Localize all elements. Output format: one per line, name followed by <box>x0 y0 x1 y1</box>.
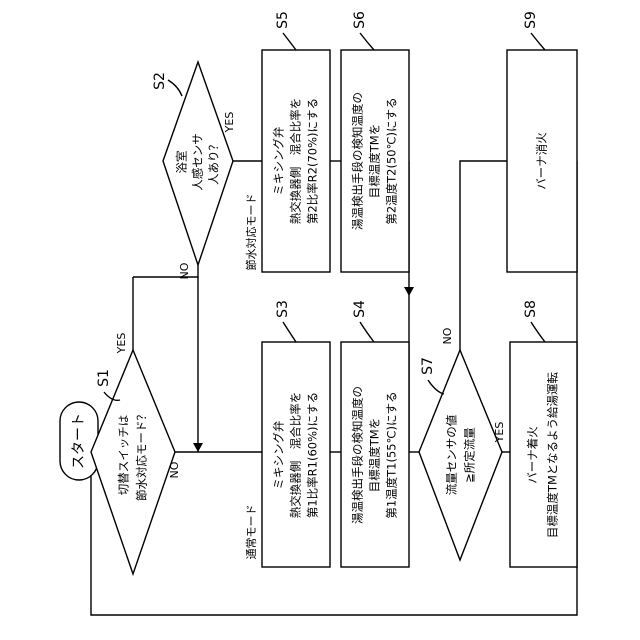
s4-line-2: 目標温度TMを <box>368 418 382 492</box>
s5-id: S5 <box>275 11 291 29</box>
process-s5: ミキシング弁 熱交換器側 混合比率を 第2比率R2(70%)にする S5 <box>262 11 330 272</box>
s5-line-1: ミキシング弁 <box>272 127 286 196</box>
s2-line-2: 人感センサ <box>191 133 205 191</box>
start-terminal: スタート <box>60 402 98 480</box>
decision-s2: 浴室 人感センサ 人あり？ S2 <box>152 62 233 265</box>
s5-line-2: 熱交換器側 混合比率を <box>289 98 303 225</box>
mode-saving-label: 節水対応モード <box>244 194 258 271</box>
s1-line-1: 切替スイッチは <box>117 415 131 496</box>
decision-s1: 切替スイッチは 節水対応モード？ S1 <box>91 350 175 574</box>
line-loop-back <box>91 161 577 615</box>
s6-line-3: 第2温度T2(50℃)にする <box>385 97 399 224</box>
arrowhead-s6-down <box>404 287 414 296</box>
s9-id-leader <box>531 33 545 50</box>
s1-line-2: 節水対応モード？ <box>135 409 149 501</box>
process-s4: 湯温検出手段の検知温度の 目標温度TMを 第1温度T1(55℃)にする S4 <box>341 300 409 567</box>
s2-line-3: 人あり？ <box>207 139 221 185</box>
s9-line-1: バーナ消火 <box>535 132 549 190</box>
s8-id-leader <box>531 322 545 342</box>
s6-id: S6 <box>352 11 368 29</box>
s8-id: S8 <box>523 300 539 318</box>
start-label: スタート <box>71 413 87 469</box>
s7-yes-label: YES <box>493 422 506 444</box>
s2-no-label: NO <box>178 262 191 279</box>
s2-yes-label: YES <box>223 112 236 134</box>
s2-line-1: 浴室 <box>175 151 189 174</box>
s2-id: S2 <box>152 72 168 90</box>
arrowhead-s3 <box>193 443 203 452</box>
s4-id-leader <box>360 322 374 342</box>
s5-line-3: 第2比率R2(70%)にする <box>306 98 320 224</box>
line-s7-no <box>460 161 507 350</box>
s3-line-1: ミキシング弁 <box>272 421 286 490</box>
s7-no-label: NO <box>441 327 454 344</box>
mode-normal-label: 通常モード <box>245 505 258 560</box>
s1-no-label: NO <box>168 461 181 478</box>
s1-yes-label: YES <box>115 333 128 355</box>
process-s3: ミキシング弁 熱交換器側 混合比率を 第1比率R1(60%)にする S3 <box>262 300 330 567</box>
s7-line-1: 流量センサの値 <box>445 414 459 495</box>
s2-id-leader <box>168 80 182 96</box>
s3-line-3: 第1比率R1(60%)にする <box>306 392 320 518</box>
s7-line-2: ≧所定流量 <box>463 427 477 483</box>
s4-id: S4 <box>352 300 368 318</box>
s3-id: S3 <box>275 300 291 318</box>
s1-id: S1 <box>96 369 112 387</box>
s3-line-2: 熱交換器側 混合比率を <box>289 392 303 519</box>
process-s8: バーナ着火 目標温度TMとなるよう給湯運転 S8 <box>510 300 577 567</box>
s6-id-leader <box>360 33 374 50</box>
process-s9: バーナ消火 S9 <box>507 11 577 272</box>
s7-id-leader <box>428 380 444 394</box>
s8-line-2: 目標温度TMとなるよう給湯運転 <box>546 371 560 538</box>
s3-id-leader <box>283 322 296 342</box>
s8-line-1: バーナ着火 <box>526 426 540 484</box>
s6-line-1: 湯温検出手段の検知温度の <box>351 92 365 230</box>
s7-id: S7 <box>420 357 436 375</box>
decision-s7: 流量センサの値 ≧所定流量 S7 <box>419 350 502 560</box>
s9-id: S9 <box>523 11 539 29</box>
s6-line-2: 目標温度TMを <box>368 124 382 198</box>
process-s6: 湯温検出手段の検知温度の 目標温度TMを 第2温度T2(50℃)にする S6 <box>341 11 409 272</box>
s5-id-leader <box>283 33 296 50</box>
s4-line-1: 湯温検出手段の検知温度の <box>351 386 365 524</box>
s4-line-3: 第1温度T1(55℃)にする <box>385 391 399 518</box>
